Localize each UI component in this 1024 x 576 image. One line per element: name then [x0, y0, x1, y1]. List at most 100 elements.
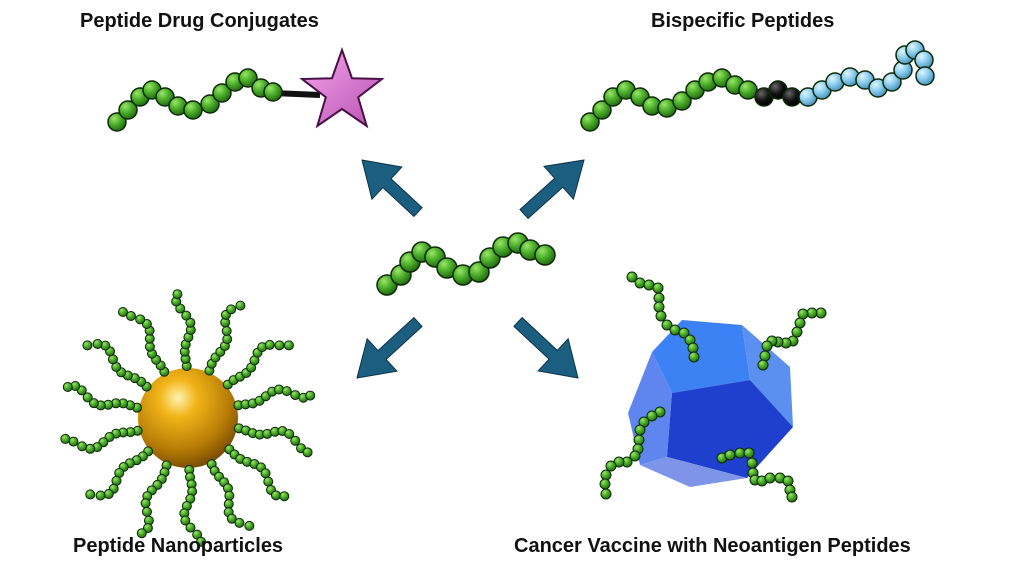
arrow-icon: [519, 159, 585, 220]
peptide-bead: [270, 490, 281, 501]
arrow-icon: [513, 316, 579, 379]
peptide-bead: [263, 476, 274, 487]
peptide-bead: [140, 498, 151, 509]
peptide-bead: [786, 491, 798, 503]
peptide-bead: [88, 398, 99, 409]
peptide-bead: [183, 100, 203, 120]
peptide-bead: [743, 447, 755, 459]
nanoparticle-arm: [233, 423, 313, 458]
peptide-bead: [600, 488, 612, 500]
peptide-bead: [263, 82, 283, 102]
peptide-bead: [118, 100, 138, 120]
peptide-bead: [629, 450, 641, 462]
label-bispecific-peptides: Bispecific Peptides: [651, 10, 835, 32]
peptide-bead: [290, 435, 301, 446]
peptide-bead: [82, 340, 93, 351]
peptide-bead: [77, 441, 88, 452]
polyhedron-top-face: [652, 320, 750, 393]
peptide-bead: [302, 447, 313, 458]
peptide-bead: [746, 457, 758, 469]
peptide-bead: [626, 271, 638, 283]
gold-nanoparticle-icon: [138, 368, 238, 468]
peptide-bead: [882, 72, 902, 92]
nanoparticle-arm: [136, 460, 172, 539]
peptide-bead: [85, 489, 96, 500]
peptide-bead: [653, 301, 665, 313]
peptide-bead: [634, 424, 646, 436]
vaccine-particle: [628, 320, 793, 487]
peptide-bead: [646, 410, 658, 422]
peptide-bead: [738, 80, 758, 100]
peptide-bead: [580, 112, 600, 132]
peptide-bead: [534, 244, 556, 266]
peptide-bead: [224, 490, 235, 501]
drug-star-icon: [299, 47, 385, 129]
peptide-bead: [117, 307, 128, 318]
center-peptide: [376, 232, 556, 296]
peptide-bead: [62, 381, 73, 392]
label-peptide-drug-conjugates: Peptide Drug Conjugates: [80, 10, 319, 32]
peptide-bead: [136, 528, 147, 539]
nanoparticle-arm: [60, 425, 143, 454]
arrow-icon: [356, 316, 423, 379]
peptide-bead: [759, 350, 771, 362]
peptide-bead: [764, 472, 776, 484]
peptide-bead: [678, 327, 690, 339]
nanoparticle-arm: [224, 444, 290, 502]
polyhedron-bottom-face: [640, 457, 747, 487]
peptide-bead: [172, 289, 183, 300]
peptide-bead: [669, 324, 681, 336]
neoantigen-peptide: [626, 271, 700, 363]
peptide-bead: [791, 326, 803, 338]
peptide-bead: [757, 359, 769, 371]
nanoparticle-arm: [62, 380, 143, 413]
peptide-bead: [782, 475, 794, 487]
peptide-bead: [141, 318, 152, 329]
peptide-bead: [633, 434, 645, 446]
label-cancer-vaccine: Cancer Vaccine with Neoantigen Peptides: [514, 535, 911, 557]
peptide-bead: [244, 520, 255, 531]
arrows: [356, 159, 585, 379]
peptide-bead: [226, 513, 237, 524]
peptide-bead: [60, 433, 71, 444]
peptide-bead: [761, 340, 773, 352]
peptide-bead: [226, 304, 237, 315]
peptide-bead: [222, 334, 233, 345]
peptide-bead: [915, 66, 935, 86]
neoantigen-peptide: [716, 447, 798, 503]
bispecific-peptide: [580, 40, 935, 132]
neoantigen-peptide: [757, 307, 827, 371]
peptide-bead: [212, 83, 232, 103]
peptide-bead: [200, 94, 220, 114]
peptide-bead: [221, 326, 232, 337]
nanoparticle-arm: [179, 464, 207, 547]
peptide-bead: [264, 339, 275, 350]
nanoparticle-arm: [117, 307, 170, 377]
peptide-bead: [281, 386, 292, 397]
nanoparticle-arm: [204, 300, 246, 376]
peptide-bead: [687, 342, 699, 354]
peptide-bead: [652, 282, 664, 294]
peptide-bead: [283, 340, 294, 351]
peptide-bead: [305, 390, 316, 401]
peptide-bead: [672, 91, 692, 111]
nanoparticle-arm: [82, 338, 152, 392]
peptide-bead: [634, 277, 646, 289]
peptide-bead: [797, 308, 809, 320]
peptide-bead: [284, 429, 295, 440]
peptide-bead: [95, 490, 106, 501]
nanoparticle-arm: [233, 384, 316, 411]
peptide-chains: [60, 40, 935, 547]
peptide-bead: [196, 536, 207, 547]
peptide-bead: [279, 491, 290, 502]
peptide-bead: [468, 261, 490, 283]
peptide-bead: [181, 310, 192, 321]
peptide-bead: [724, 449, 736, 461]
nanoparticle-arm: [85, 446, 154, 501]
peptide-bead: [661, 319, 673, 331]
nanoparticle-arm: [171, 289, 196, 372]
peptide-bead: [274, 340, 285, 351]
polyhedron-right-face: [742, 325, 793, 427]
nanoparticle-arm: [206, 459, 255, 531]
